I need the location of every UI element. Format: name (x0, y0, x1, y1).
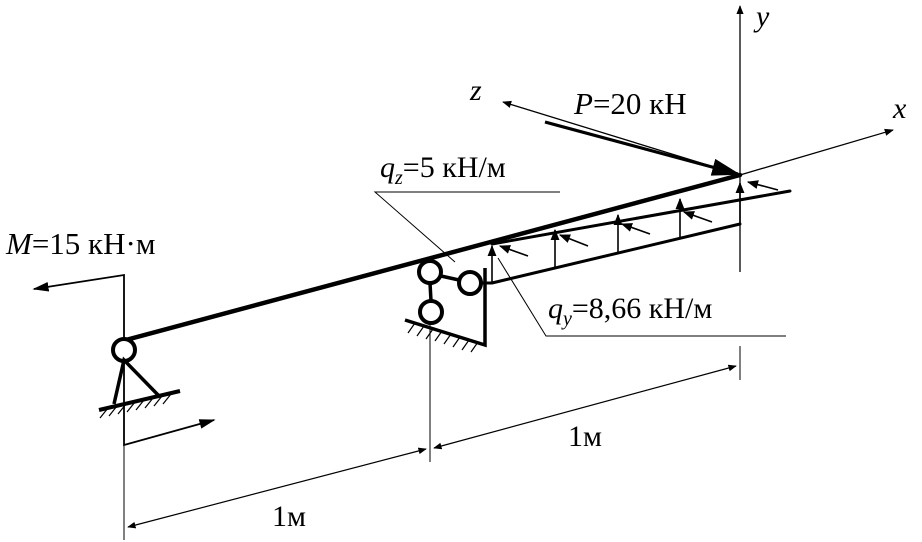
roller-circle-icon (418, 299, 444, 325)
force-p-label: P=20 кН (573, 86, 687, 121)
dimension-left-label: 1м (272, 500, 306, 533)
left-support-triangle (112, 356, 162, 405)
beam-lower-line (490, 222, 742, 285)
qy-leader (497, 257, 786, 337)
force-p-arrow (544, 120, 741, 176)
qz-arrow (682, 211, 713, 223)
x-axis-label: x (892, 92, 907, 125)
dimension-extension-lines (123, 322, 741, 540)
dimension-lines (127, 364, 737, 529)
moment-upper-arm (32, 273, 125, 340)
roller-link (428, 282, 433, 302)
label-leader-lines (373, 191, 786, 337)
dimension-right-label: 1м (568, 420, 602, 453)
roller-circle-icon (457, 270, 483, 296)
left-ground-line (98, 389, 181, 412)
dimension-left (127, 447, 427, 529)
dimension-right (433, 364, 737, 450)
qz-arrow (498, 245, 529, 257)
qz-arrow (620, 223, 651, 235)
left-pinned-support (98, 337, 181, 419)
roller-link (440, 274, 460, 282)
x-axis (739, 128, 894, 176)
qy-label: qy=8,66 кН/м (548, 292, 712, 330)
roller-circle-icon (417, 259, 443, 285)
qz-arrow (558, 234, 589, 247)
moment-m-label: M=15 кН·м (5, 226, 155, 261)
right-ground-hatch (407, 322, 479, 353)
left-ground-hatch (99, 393, 172, 419)
beam-main-line (123, 172, 743, 343)
qz-label: qz=5 кН/м (380, 151, 506, 189)
roller-support-frame (404, 268, 487, 348)
y-axis-label: y (753, 0, 770, 33)
distributed-load-qz (498, 180, 779, 257)
qz-arrow (746, 180, 779, 191)
right-roller-support (404, 259, 492, 353)
z-axis-label: z (469, 74, 482, 107)
beam-upper-line (490, 189, 792, 246)
distributed-load-qy (487, 181, 745, 283)
qz-leader (373, 191, 560, 263)
